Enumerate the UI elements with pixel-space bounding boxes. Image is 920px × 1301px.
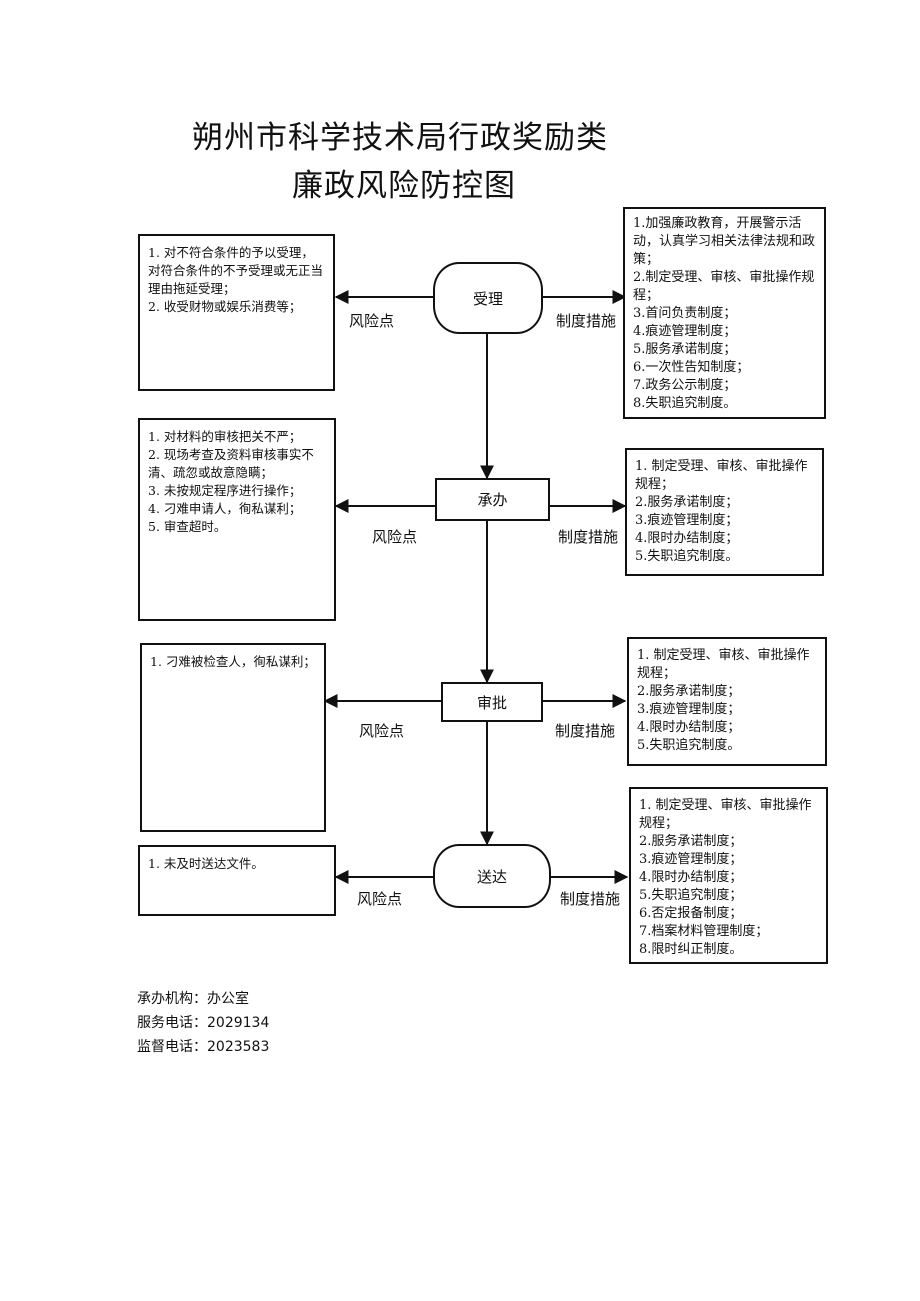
measure-box-deliver: 1. 制定受理、审核、审批操作规程； 2.服务承诺制度； 3.痕迹管理制度； 4…: [629, 787, 828, 964]
risk-box-accept: 1. 对不符合条件的予以受理，对符合条件的不予受理或无正当理由拖延受理； 2. …: [138, 234, 335, 391]
measure-box-approve: 1. 制定受理、审核、审批操作规程； 2.服务承诺制度； 3.痕迹管理制度； 4…: [627, 637, 827, 766]
footer-service-label: 服务电话：: [137, 1015, 207, 1031]
footer-org: 承办机构：办公室: [137, 988, 249, 1008]
node-approve: 审批: [441, 682, 543, 722]
risk-box-deliver: 1. 未及时送达文件。: [138, 845, 336, 916]
risk-label-deliver: 风险点: [357, 890, 403, 908]
footer-supervise-phone: 监督电话：2023583: [137, 1036, 269, 1056]
risk-label-accept: 风险点: [349, 312, 395, 330]
node-deliver-label: 送达: [476, 867, 507, 886]
risk-text-handle: 1. 对材料的审核把关不严； 2. 现场考查及资料审核事实不清、疏忽或故意隐瞒；…: [148, 429, 314, 534]
measure-box-handle: 1. 制定受理、审核、审批操作规程； 2.服务承诺制度； 3.痕迹管理制度； 4…: [625, 448, 824, 576]
risk-label-handle: 风险点: [372, 528, 418, 546]
measure-text-handle: 1. 制定受理、审核、审批操作规程； 2.服务承诺制度； 3.痕迹管理制度； 4…: [635, 459, 808, 564]
title-line-1: 朔州市科学技术局行政奖励类: [192, 120, 608, 156]
footer-org-label: 承办机构：: [137, 991, 207, 1007]
risk-text-accept: 1. 对不符合条件的予以受理，对符合条件的不予受理或无正当理由拖延受理； 2. …: [148, 245, 324, 314]
measure-label-handle: 制度措施: [558, 528, 619, 546]
measure-text-approve: 1. 制定受理、审核、审批操作规程； 2.服务承诺制度； 3.痕迹管理制度； 4…: [637, 648, 810, 753]
risk-text-approve: 1. 刁难被检查人，徇私谋利；: [150, 654, 316, 669]
risk-label-approve: 风险点: [359, 722, 405, 740]
measure-label-accept: 制度措施: [556, 312, 617, 330]
risk-box-handle: 1. 对材料的审核把关不严； 2. 现场考查及资料审核事实不清、疏忽或故意隐瞒；…: [138, 418, 336, 621]
footer-service-phone: 服务电话：2029134: [137, 1012, 269, 1032]
measure-label-deliver: 制度措施: [560, 890, 621, 908]
footer-supervise-label: 监督电话：: [137, 1039, 207, 1055]
node-accept-label: 受理: [472, 289, 503, 308]
node-accept: 受理: [433, 262, 543, 334]
footer-org-value: 办公室: [207, 991, 249, 1007]
risk-text-deliver: 1. 未及时送达文件。: [148, 856, 264, 871]
node-handle-label: 承办: [477, 491, 508, 509]
node-approve-label: 审批: [476, 693, 507, 712]
title-line-2: 廉政风险防控图: [292, 168, 516, 204]
measure-text-deliver: 1. 制定受理、审核、审批操作规程； 2.服务承诺制度； 3.痕迹管理制度； 4…: [639, 798, 812, 957]
risk-box-approve: 1. 刁难被检查人，徇私谋利；: [140, 643, 326, 832]
measure-text-accept: 1.加强廉政教育，开展警示活动，认真学习相关法律法规和政策； 2.制定受理、审核…: [633, 216, 816, 411]
footer-service-value: 2029134: [207, 1015, 270, 1031]
measure-label-approve: 制度措施: [555, 722, 616, 740]
measure-box-accept: 1.加强廉政教育，开展警示活动，认真学习相关法律法规和政策； 2.制定受理、审核…: [623, 207, 826, 419]
footer-supervise-value: 2023583: [207, 1039, 270, 1055]
node-deliver: 送达: [433, 844, 551, 908]
node-handle: 承办: [435, 478, 550, 521]
